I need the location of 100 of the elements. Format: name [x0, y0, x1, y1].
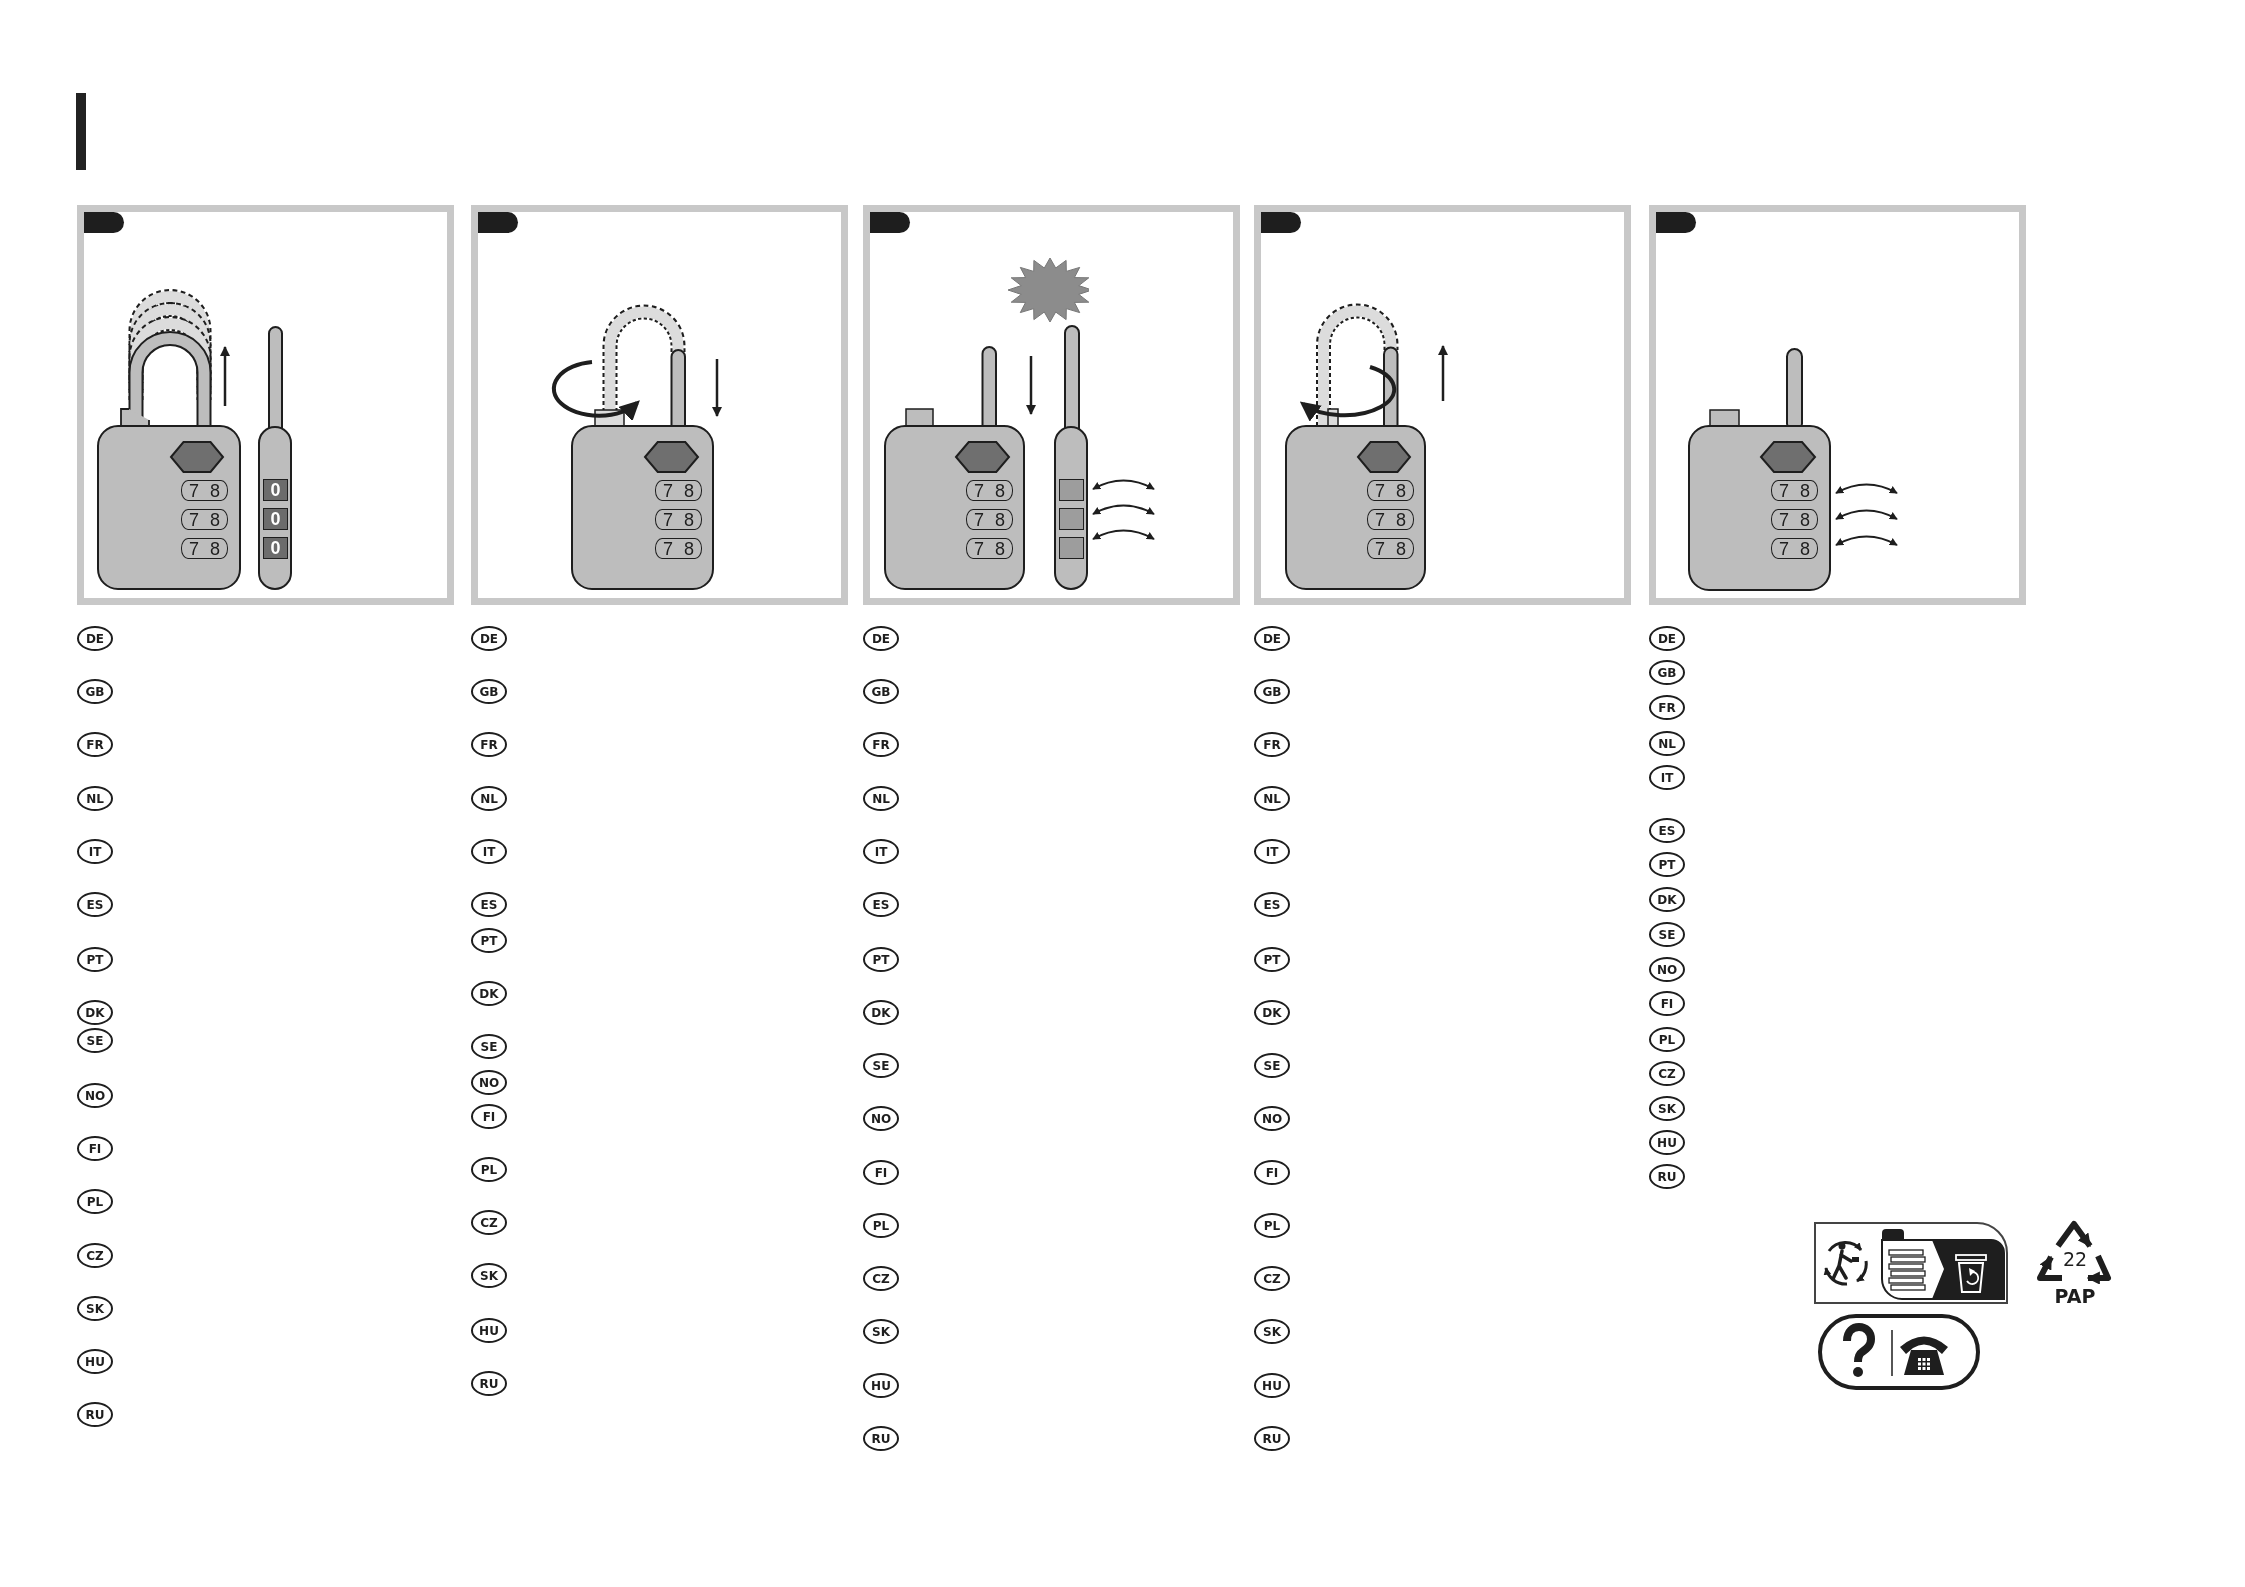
combination-dial: 7 8 [181, 538, 228, 559]
material-code: PAP [2054, 1287, 2096, 1306]
language-code: DE [1649, 626, 1685, 651]
language-code: NL [863, 786, 899, 811]
language-code: IT [863, 839, 899, 864]
language-code: CZ [77, 1243, 113, 1268]
combination-dial: 7 8 [1367, 509, 1414, 530]
language-code: CZ [471, 1210, 507, 1235]
language-code: SK [1254, 1319, 1290, 1344]
language-code: SK [1649, 1096, 1685, 1121]
language-code: FI [863, 1160, 899, 1185]
language-code: FI [77, 1136, 113, 1161]
language-code: ES [863, 892, 899, 917]
language-code: PT [77, 947, 113, 972]
combination-dial: 7 8 [655, 538, 702, 559]
language-code: NL [471, 786, 507, 811]
language-code: PL [1254, 1213, 1290, 1238]
language-code: DK [1649, 887, 1685, 912]
language-code: NO [1254, 1106, 1290, 1131]
language-code: DE [77, 626, 113, 651]
combination-dial: 7 8 [1771, 509, 1818, 530]
recycling-code: 22 [2062, 1250, 2088, 1269]
language-code: GB [1649, 660, 1685, 685]
language-code: SE [1254, 1053, 1290, 1078]
language-code: PT [1649, 852, 1685, 877]
language-code: PT [471, 928, 507, 953]
language-code: PT [863, 947, 899, 972]
language-code: DE [471, 626, 507, 651]
combination-dial: 7 8 [655, 509, 702, 530]
language-code: FR [1649, 695, 1685, 720]
illustration-panel [77, 205, 454, 605]
language-code: RU [863, 1426, 899, 1451]
language-code: DE [863, 626, 899, 651]
language-code: NO [77, 1083, 113, 1108]
language-code: FI [1254, 1160, 1290, 1185]
language-code: PT [1254, 947, 1290, 972]
language-code: SE [77, 1028, 113, 1053]
language-code: RU [1649, 1164, 1685, 1189]
language-code: RU [1254, 1426, 1290, 1451]
code-digit-window: 0 [263, 479, 288, 501]
language-code: DE [1254, 626, 1290, 651]
language-code: NO [471, 1070, 507, 1095]
language-code: HU [1649, 1130, 1685, 1155]
language-code: SE [471, 1034, 507, 1059]
language-code: ES [1254, 892, 1290, 917]
illustration-panel [471, 205, 848, 605]
language-code: GB [1254, 679, 1290, 704]
combination-dial: 7 8 [966, 509, 1013, 530]
language-code: HU [77, 1349, 113, 1374]
combination-dial: 7 8 [966, 538, 1013, 559]
language-code: IT [77, 839, 113, 864]
dial-window [1059, 537, 1084, 559]
illustration-panel [863, 205, 1240, 605]
language-code: HU [1254, 1373, 1290, 1398]
language-code: SK [863, 1319, 899, 1344]
language-code: NL [1254, 786, 1290, 811]
language-code: RU [77, 1402, 113, 1427]
combination-dial: 7 8 [655, 480, 702, 501]
language-code: NL [77, 786, 113, 811]
language-code: PL [77, 1189, 113, 1214]
language-code: CZ [1649, 1061, 1685, 1086]
language-code: DK [471, 981, 507, 1006]
language-code: SE [863, 1053, 899, 1078]
language-code: DK [77, 1000, 113, 1025]
language-code: NO [1649, 957, 1685, 982]
language-code: IT [1649, 765, 1685, 790]
language-code: SE [1649, 922, 1685, 947]
language-code: SK [77, 1296, 113, 1321]
code-digit-window: 0 [263, 508, 288, 530]
language-code: GB [863, 679, 899, 704]
language-code: RU [471, 1371, 507, 1396]
language-code: IT [471, 839, 507, 864]
illustration-panel [1649, 205, 2026, 605]
code-digit-window: 0 [263, 537, 288, 559]
language-code: DK [863, 1000, 899, 1025]
language-code: NO [863, 1106, 899, 1131]
language-code: ES [1649, 818, 1685, 843]
language-code: PL [863, 1213, 899, 1238]
dial-window [1059, 479, 1084, 501]
combination-dial: 7 8 [1771, 480, 1818, 501]
language-code: GB [471, 679, 507, 704]
language-code: CZ [1254, 1266, 1290, 1291]
language-code: FI [471, 1104, 507, 1129]
combination-dial: 7 8 [181, 509, 228, 530]
combination-dial: 7 8 [966, 480, 1013, 501]
language-code: IT [1254, 839, 1290, 864]
language-code: DK [1254, 1000, 1290, 1025]
language-code: HU [471, 1318, 507, 1343]
language-code: FR [77, 732, 113, 757]
language-code: SK [471, 1263, 507, 1288]
language-code: GB [77, 679, 113, 704]
language-code: CZ [863, 1266, 899, 1291]
language-code: NL [1649, 731, 1685, 756]
combination-dial: 7 8 [1367, 538, 1414, 559]
combination-dial: 7 8 [1367, 480, 1414, 501]
language-code: FR [1254, 732, 1290, 757]
language-code: FR [471, 732, 507, 757]
language-code: ES [471, 892, 507, 917]
language-code: PL [471, 1157, 507, 1182]
combination-dial: 7 8 [181, 480, 228, 501]
